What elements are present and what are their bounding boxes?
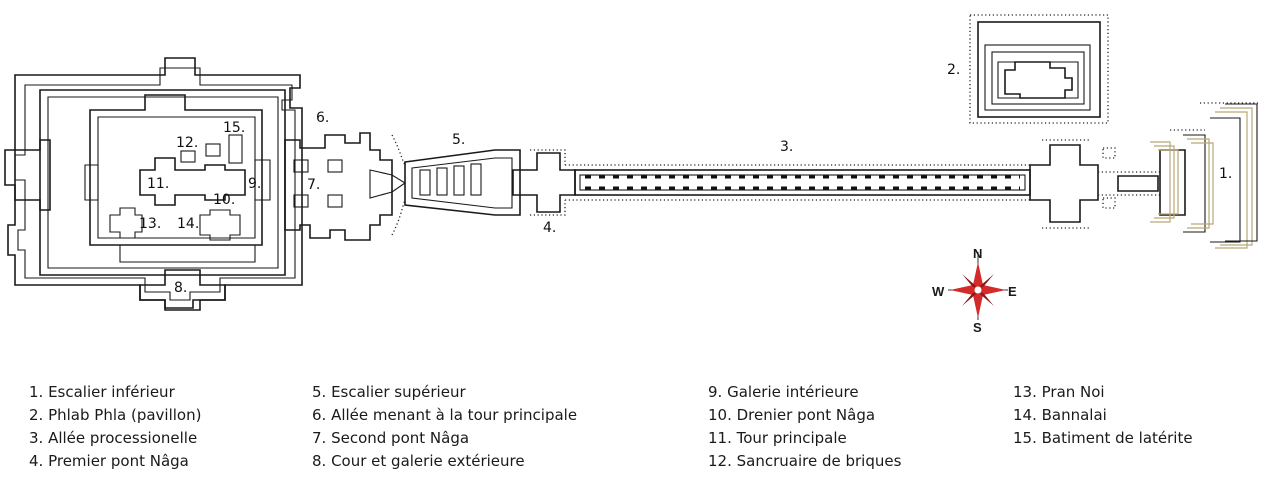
plan-label-5: 5. <box>452 132 465 148</box>
legend-item: 7. Second pont Nâga <box>312 429 470 447</box>
compass-east: E <box>1008 284 1017 299</box>
lower-staircase <box>1150 102 1258 249</box>
plan-label-6: 6. <box>316 110 329 126</box>
legend-column-4: 13. Pran Noi 14. Bannalai 15. Batiment d… <box>1013 381 1193 450</box>
legend-column-3: 9. Galerie intérieure 10. Drenier pont N… <box>708 381 901 473</box>
plan-label-7: 7. <box>307 177 320 193</box>
plan-label-8: 8. <box>174 280 187 296</box>
plan-label-15: 15. <box>223 120 245 136</box>
plan-label-14: 14. <box>177 216 199 232</box>
legend-column-1: 1. Escalier inférieur 2. Phlab Phla (pav… <box>29 381 201 473</box>
legend-item: 13. Pran Noi <box>1013 383 1105 401</box>
plan-label-10: 10. <box>213 192 235 208</box>
plan-label-4: 4. <box>543 220 556 236</box>
plan-label-13: 13. <box>139 216 161 232</box>
compass-west: W <box>932 284 945 299</box>
legend-item: 8. Cour et galerie extérieure <box>312 452 525 470</box>
legend-item: 15. Batiment de latérite <box>1013 429 1193 447</box>
legend-item: 5. Escalier supérieur <box>312 383 466 401</box>
legend-item: 2. Phlab Phla (pavillon) <box>29 406 202 424</box>
legend-item: 14. Bannalai <box>1013 406 1107 424</box>
plan-label-3: 3. <box>780 139 793 155</box>
legend-item: 9. Galerie intérieure <box>708 383 859 401</box>
legend-item: 6. Allée menant à la tour principale <box>312 406 578 424</box>
phlab-phla-pavilion <box>969 14 1109 124</box>
plan-label-11: 11. <box>147 176 169 192</box>
legend-item: 3. Allée processionelle <box>29 429 198 447</box>
plan-label-2: 2. <box>947 62 960 78</box>
outer-gallery <box>4 57 303 311</box>
plan-label-12: 12. <box>176 135 198 151</box>
compass-rose: N S E W <box>932 246 1017 335</box>
legend-item: 12. Sancruaire de briques <box>708 452 902 470</box>
legend-item: 10. Drenier pont Nâga <box>708 406 876 424</box>
inner-gallery <box>84 94 271 263</box>
legend-item: 1. Escalier inférieur <box>29 383 175 401</box>
plan-label-9: 9. <box>248 176 261 192</box>
processional-causeway <box>565 164 1031 201</box>
plan-labels: 1. 2. 3. 4. 5. 6. 7. 8. 9. 10. 11. 12. 1… <box>139 62 1232 296</box>
legend-item: 11. Tour principale <box>708 429 847 447</box>
legend-item: 4. Premier pont Nâga <box>29 452 189 470</box>
legend-column-2: 5. Escalier supérieur 6. Allée menant à … <box>312 381 577 473</box>
plan-label-1: 1. <box>1219 166 1232 182</box>
compass-south: S <box>973 320 982 335</box>
compass-north: N <box>973 246 982 261</box>
